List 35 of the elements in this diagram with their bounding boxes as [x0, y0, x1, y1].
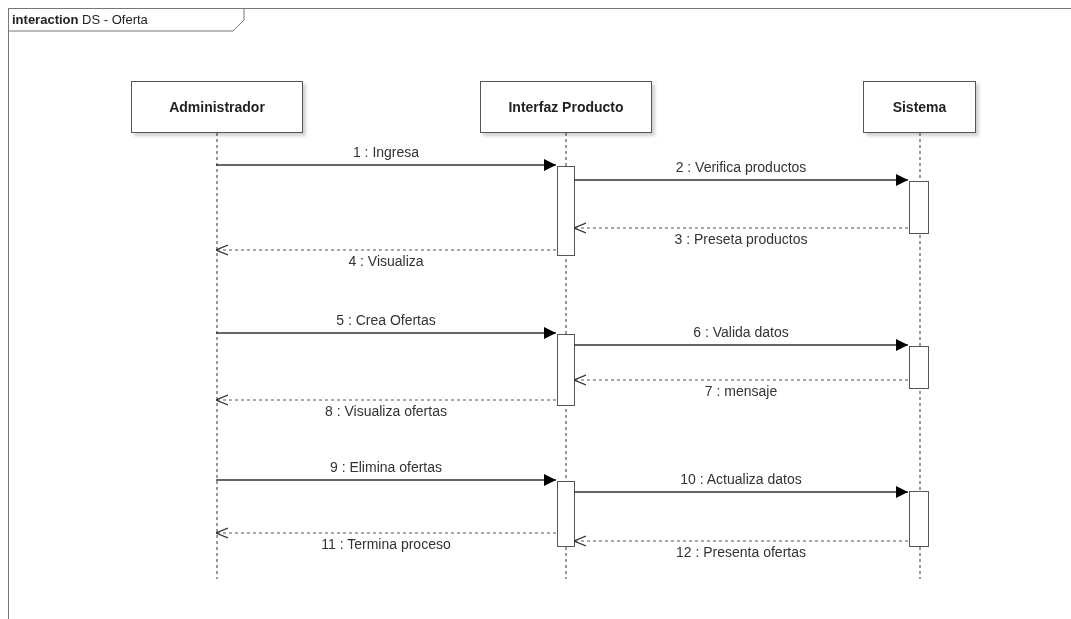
return-message-arrow: [573, 535, 909, 547]
activation-bar: [557, 334, 575, 406]
lifeline-head: Administrador: [131, 81, 303, 133]
message-arrow: [573, 339, 909, 351]
message-arrow: [215, 474, 557, 486]
activation-bar: [557, 166, 575, 256]
message-label: 6 : Valida datos: [693, 324, 789, 340]
lifeline-head: Interfaz Producto: [480, 81, 652, 133]
message-arrow: [573, 486, 909, 498]
message-arrow: [215, 327, 557, 339]
return-message-arrow: [573, 222, 909, 234]
message-arrow: [215, 159, 557, 171]
message-label: 5 : Crea Ofertas: [336, 312, 436, 328]
return-message-arrow: [215, 244, 557, 256]
message-arrow: [573, 174, 909, 186]
message-label: 10 : Actualiza datos: [680, 471, 802, 487]
lifeline-head: Sistema: [863, 81, 976, 133]
interaction-frame: [8, 8, 1071, 619]
activation-bar: [909, 346, 929, 389]
message-label: 11 : Termina proceso: [321, 536, 451, 552]
message-label: 12 : Presenta ofertas: [676, 544, 806, 560]
return-message-arrow: [573, 374, 909, 386]
message-label: 7 : mensaje: [704, 383, 778, 399]
message-label: 1 : Ingresa: [352, 144, 420, 160]
message-label: 8 : Visualiza ofertas: [325, 403, 447, 419]
activation-bar: [909, 491, 929, 547]
message-label: 9 : Elimina ofertas: [329, 459, 443, 475]
return-message-arrow: [215, 394, 557, 406]
frame-title: interaction DS - Oferta: [12, 12, 148, 27]
activation-bar: [557, 481, 575, 547]
message-label: 2 : Verifica productos: [675, 159, 807, 175]
message-label: 3 : Preseta productos: [674, 231, 808, 247]
message-label: 4 : Visualiza: [348, 253, 424, 269]
activation-bar: [909, 181, 929, 234]
return-message-arrow: [215, 527, 557, 539]
